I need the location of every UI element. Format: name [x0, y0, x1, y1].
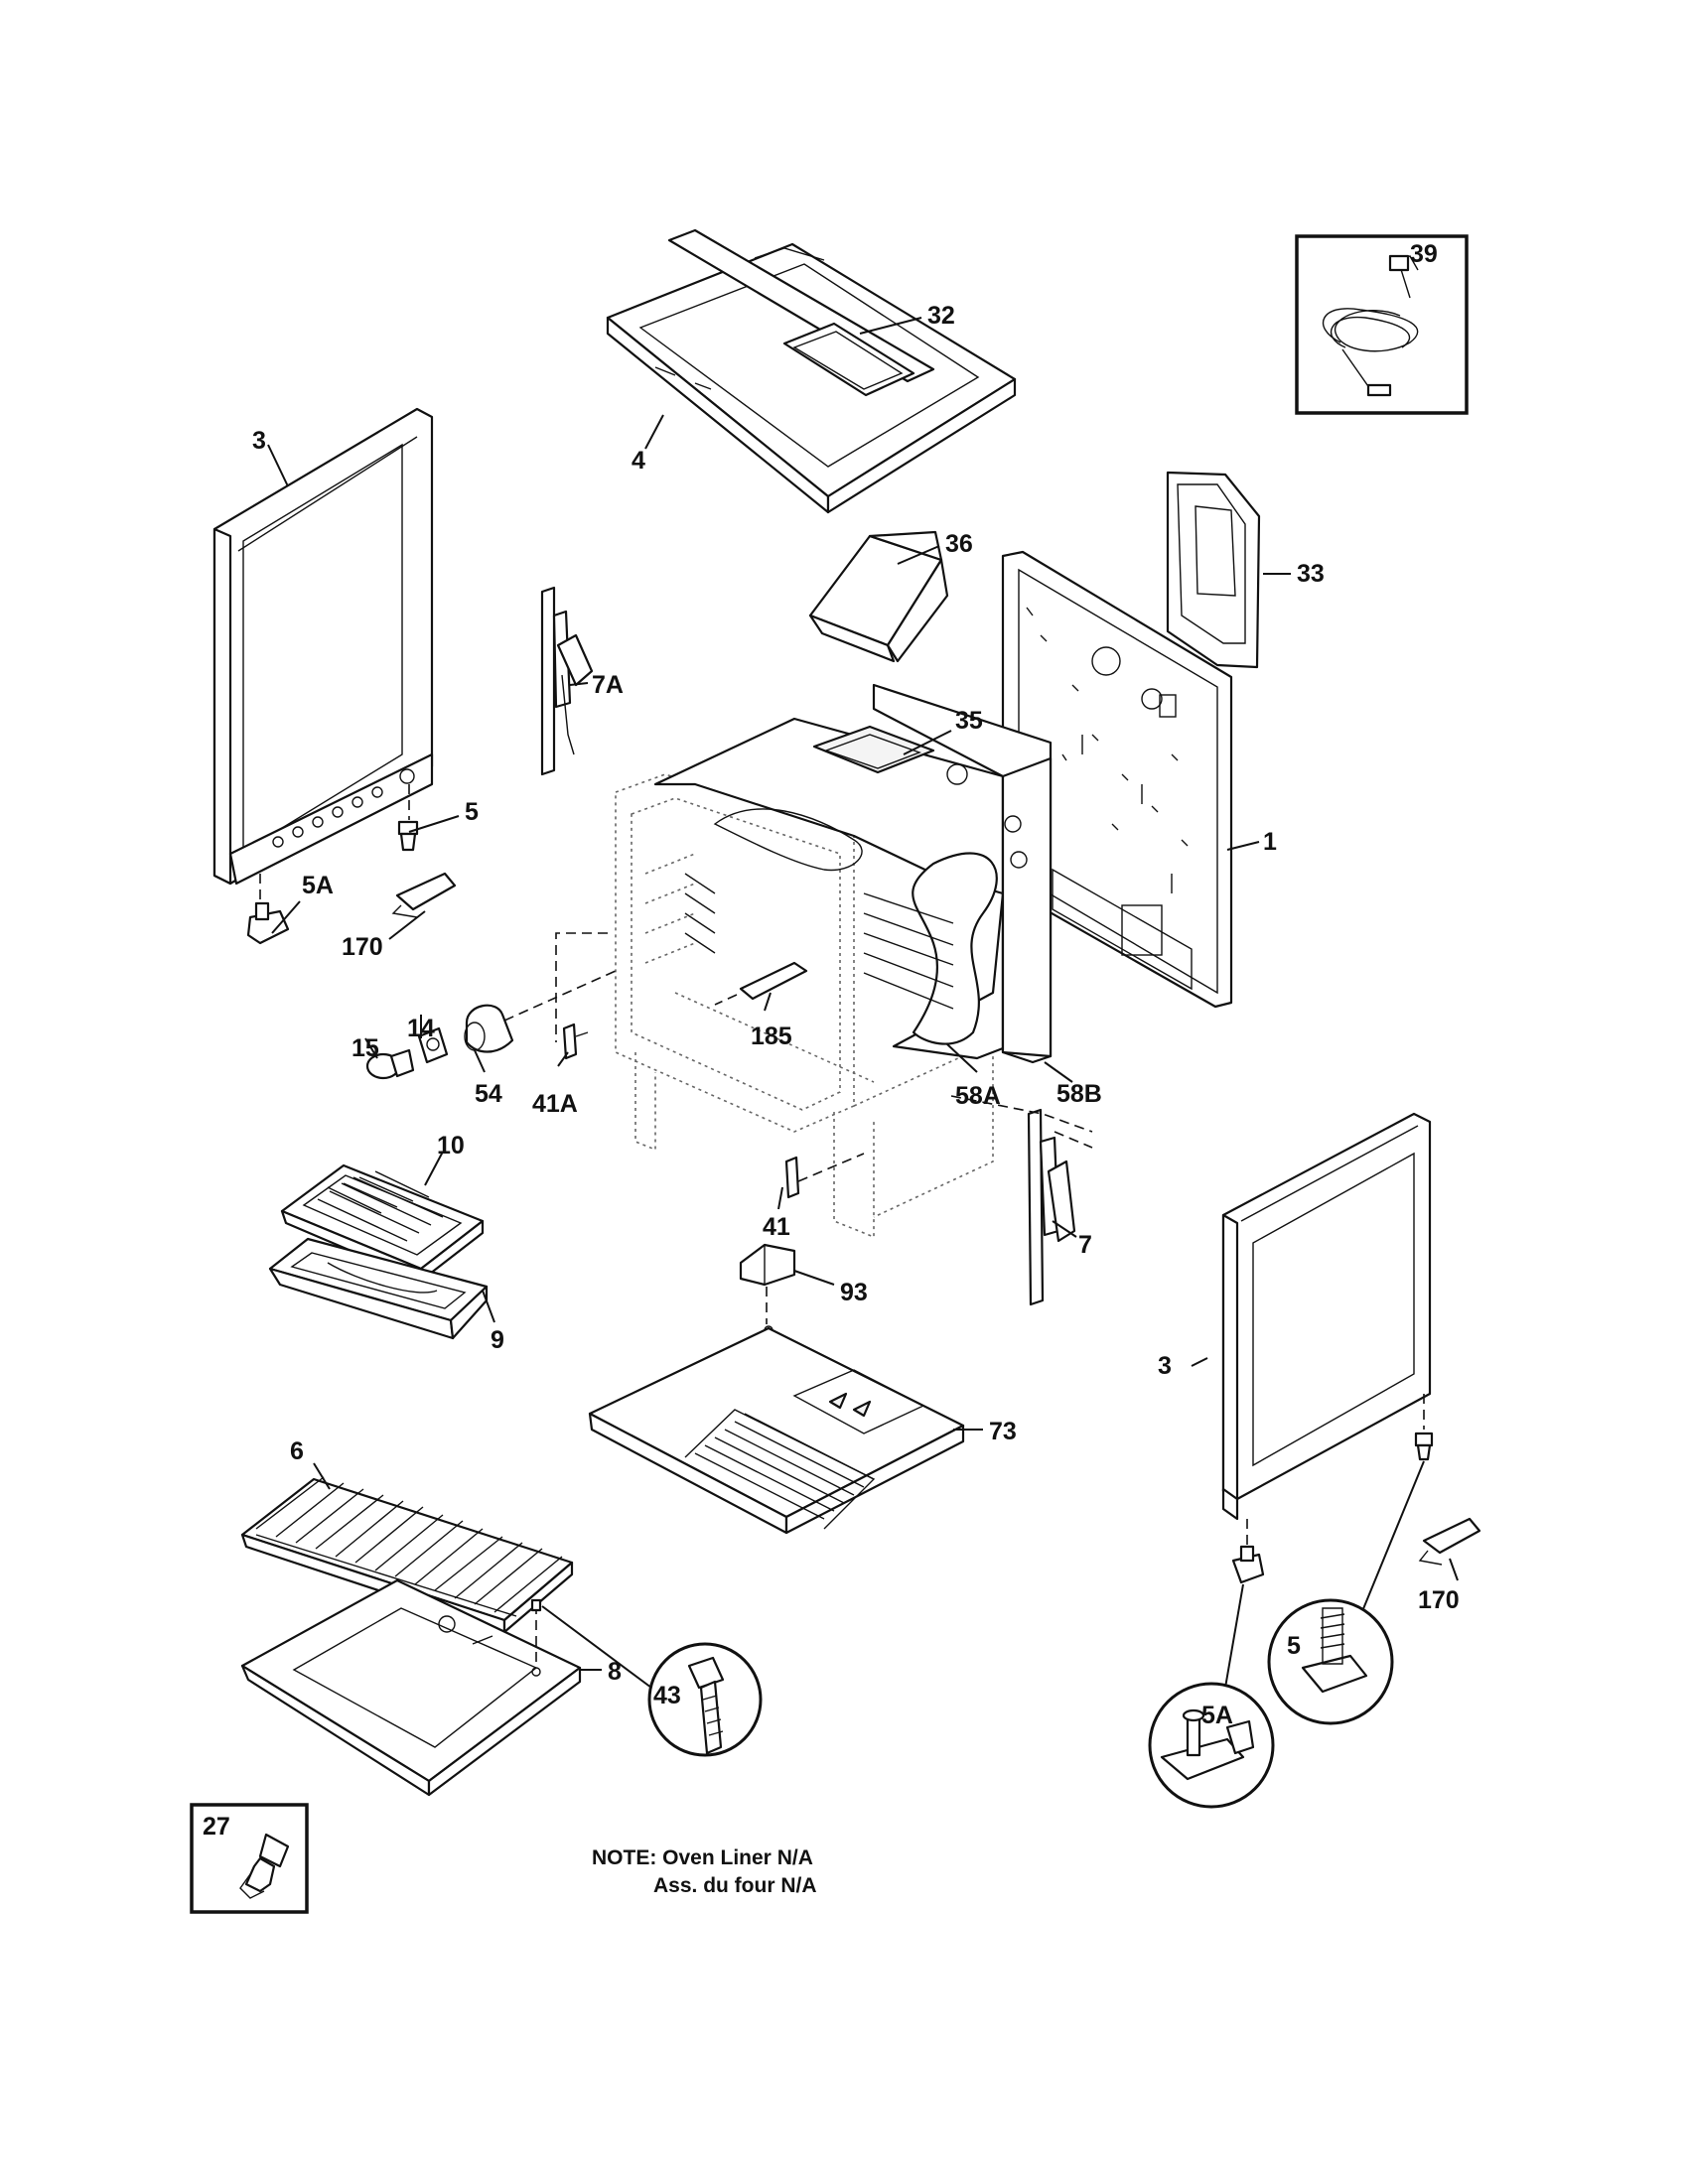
- bottom-panel-73: [588, 1326, 965, 1535]
- callout-27: 27: [203, 1813, 230, 1841]
- callout-93: 93: [840, 1279, 868, 1306]
- light-assembly: [365, 970, 617, 1080]
- callout-5-left: 5: [465, 798, 479, 826]
- callout-170-right: 170: [1418, 1586, 1460, 1614]
- leveler-right: [1224, 1394, 1481, 1689]
- bracket-41a: [562, 1023, 589, 1060]
- callout-58b: 58B: [1056, 1080, 1102, 1108]
- top-frame-assembly: [606, 228, 1017, 514]
- callout-15: 15: [352, 1034, 379, 1062]
- callout-5a-left: 5A: [302, 872, 334, 899]
- hinge-7: [1027, 1108, 1093, 1306]
- callout-41a: 41A: [532, 1090, 578, 1118]
- door-frame-left: [212, 407, 434, 886]
- broil-pan: [268, 1163, 489, 1340]
- callout-58a: 58A: [955, 1082, 1001, 1110]
- part-93: [739, 1243, 796, 1335]
- callout-36: 36: [945, 530, 973, 558]
- callout-1: 1: [1263, 828, 1277, 856]
- note-line-1: NOTE: Oven Liner N/A: [592, 1846, 813, 1869]
- rear-panel-1: [1001, 550, 1233, 1009]
- callout-labels: 39 32 4 3 36 33 7A 35 1 5 5A 170 14 15 5…: [203, 240, 1460, 1841]
- door-frame-right: [1221, 1112, 1432, 1521]
- callout-43: 43: [653, 1682, 681, 1709]
- callout-9: 9: [491, 1326, 504, 1354]
- note-line-2: Ass. du four N/A: [653, 1874, 817, 1897]
- handle-185: [714, 961, 808, 1006]
- note: NOTE: Oven Liner N/A Ass. du four N/A: [592, 1846, 817, 1897]
- rear-bracket-33: [1166, 471, 1261, 669]
- callout-4: 4: [632, 447, 645, 475]
- callout-3-left: 3: [252, 427, 266, 455]
- callout-33: 33: [1297, 560, 1325, 588]
- callout-35: 35: [955, 707, 983, 735]
- detail-circle-5: [1267, 1598, 1394, 1725]
- callout-170-left: 170: [342, 933, 383, 961]
- assembly-connectors: [555, 932, 1093, 1133]
- callout-10: 10: [437, 1132, 465, 1160]
- callout-39: 39: [1410, 240, 1438, 268]
- callout-14: 14: [407, 1015, 435, 1042]
- detail-circle-5a: [1148, 1682, 1275, 1809]
- vent-duct-36: [808, 530, 949, 663]
- insulation-wrap: [653, 683, 1053, 1064]
- detail-circle-43: [647, 1642, 763, 1757]
- callout-32: 32: [927, 302, 955, 330]
- callout-185: 185: [751, 1023, 792, 1050]
- callout-5a-circle: 5A: [1201, 1702, 1233, 1729]
- oven-bottom-8: [240, 1578, 652, 1797]
- callout-6: 6: [290, 1437, 304, 1465]
- bracket-27-inset: [190, 1803, 309, 1914]
- callout-7: 7: [1078, 1231, 1092, 1259]
- callout-41: 41: [763, 1213, 790, 1241]
- callout-8: 8: [608, 1658, 622, 1686]
- bracket-41: [784, 1153, 865, 1199]
- callout-3-right: 3: [1158, 1352, 1172, 1380]
- hinge-7a: [540, 586, 594, 776]
- oven-cavity: [615, 773, 994, 1239]
- leveler-left: [246, 784, 457, 945]
- leader-lines: [267, 317, 1459, 1671]
- power-cord-inset: [1295, 234, 1469, 415]
- callout-73: 73: [989, 1418, 1017, 1445]
- callout-54: 54: [475, 1080, 502, 1108]
- callout-5-circle: 5: [1287, 1632, 1301, 1660]
- callout-7a: 7A: [592, 671, 624, 699]
